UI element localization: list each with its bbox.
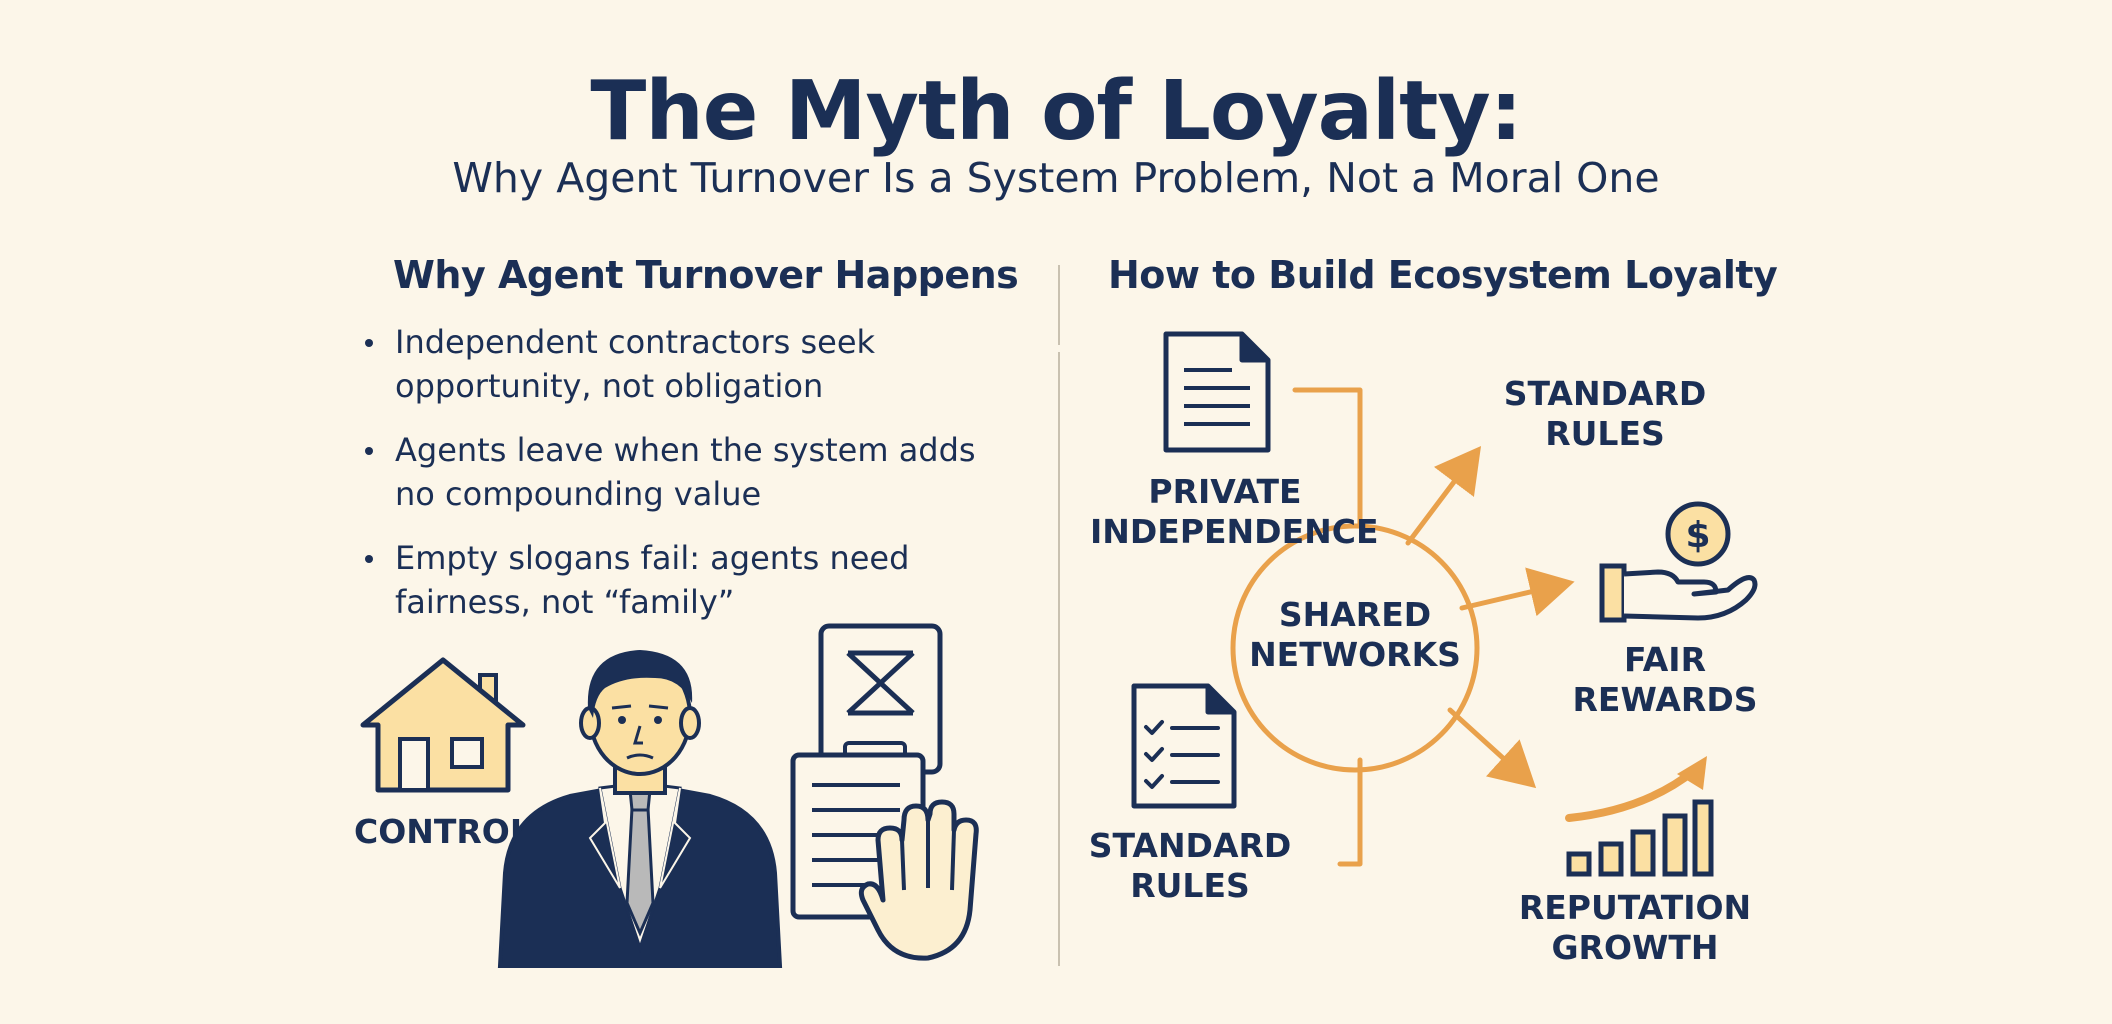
coin-in-hand-icon: $	[1599, 501, 1758, 623]
private-independence-label: PRIVATE INDEPENDENCE	[1090, 472, 1379, 551]
bullet-dot	[365, 339, 373, 347]
bullet-text: Independent contractors seek opportunity…	[395, 323, 876, 405]
bullet-dot	[365, 447, 373, 455]
control-label: CONTROL	[354, 812, 531, 851]
page-title: The Myth of Loyalty:	[590, 64, 1522, 159]
fair-rewards-label: FAIR REWARDS	[1572, 640, 1758, 719]
list-item: Agents leave when the system adds no com…	[365, 428, 1005, 516]
bullet-text: Agents leave when the system adds no com…	[395, 431, 976, 513]
left-heading: Why Agent Turnover Happens	[393, 253, 1019, 297]
shared-networks-label: SHARED NETWORKS	[1249, 595, 1461, 674]
standard-rules-bottom-label: STANDARD RULES	[1088, 826, 1292, 905]
bullet-dot	[365, 555, 373, 563]
dollar-symbol: $	[1685, 515, 1710, 556]
house-icon	[360, 657, 526, 793]
document-icon	[1163, 331, 1271, 453]
page-subtitle: Why Agent Turnover Is a System Problem, …	[452, 154, 1660, 202]
list-item: Independent contractors seek opportunity…	[365, 320, 1005, 408]
divider-top	[1058, 265, 1060, 345]
turnover-reasons-list: Independent contractors seek opportunity…	[365, 320, 1005, 644]
checklist-icon	[1131, 683, 1237, 809]
businessman-icon	[497, 650, 783, 968]
divider-bottom	[1058, 352, 1060, 966]
stop-hand-icon	[858, 799, 979, 961]
list-item: Empty slogans fail: agents need fairness…	[365, 536, 1005, 624]
bullet-text: Empty slogans fail: agents need fairness…	[395, 539, 910, 621]
reputation-growth-label: REPUTATION GROWTH	[1518, 888, 1752, 967]
standard-rules-top-label: STANDARD RULES	[1503, 374, 1707, 453]
growth-chart-icon	[1565, 756, 1714, 877]
right-heading: How to Build Ecosystem Loyalty	[1108, 253, 1778, 297]
